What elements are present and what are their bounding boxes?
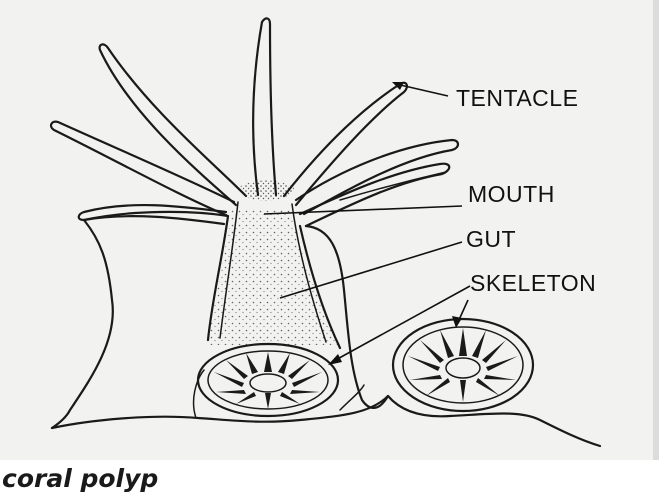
skeleton-septa-left [214, 352, 322, 409]
base-tissue-outline [52, 396, 600, 446]
body-wall-outer-left [52, 220, 113, 428]
skeleton-arrowhead-right [452, 316, 462, 328]
coral-polyp-diagram: TENTACLE MOUTH GUT SKELETON [0, 0, 659, 460]
body-wall-left [84, 212, 228, 340]
tentacle-leader [396, 84, 448, 96]
tentacle-mid-left [51, 122, 234, 215]
figure-caption: coral polyp [2, 461, 158, 497]
label-skeleton: SKELETON [470, 270, 596, 296]
tentacle-lower-left [79, 205, 226, 224]
tentacle-center [253, 18, 276, 195]
label-mouth: MOUTH [468, 181, 555, 207]
mouth-shading [238, 181, 294, 201]
label-gut: GUT [466, 226, 516, 252]
skeleton-cup-left [198, 344, 338, 416]
skeleton-arrowhead-left [328, 354, 342, 365]
label-tentacle: TENTACLE [456, 85, 578, 111]
skeleton-cup-right [393, 319, 533, 411]
mouth-leader [264, 206, 462, 214]
tentacle-upper-left [100, 44, 246, 205]
skeleton-septa-right [408, 328, 518, 402]
